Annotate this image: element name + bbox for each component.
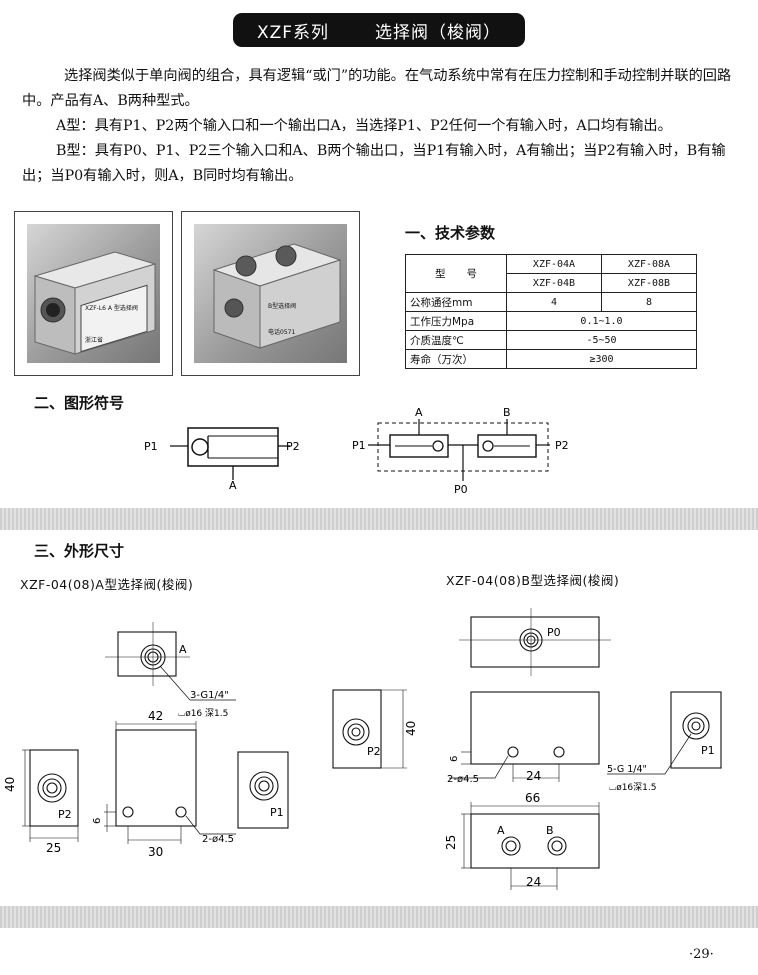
table-cell: 8 — [601, 292, 697, 312]
type-b-description: B型：具有P0、P1、P2三个输入口和A、B两个输出口，当P1有输入时，A有输出… — [22, 143, 726, 184]
page-title: 选择阀（梭阀） — [375, 22, 502, 43]
symbol-b-p0: P0 — [454, 483, 468, 495]
dim-a-40: 40 — [3, 777, 17, 792]
table-row: 介质温度℃ -5~50 — [405, 330, 697, 350]
dim-b-24: 24 — [526, 769, 541, 783]
dim-b-p0: P0 — [547, 626, 561, 639]
symbol-b-a: A — [415, 406, 423, 419]
drawing-type-a: A 3-G1/4" ⌴ø16 深1.5 42 30 25 40 6 2-ø4.5… — [3, 622, 289, 859]
dim-a-p2: P2 — [58, 808, 72, 821]
valve-a-image: XZF-L6 A 型选择阀 浙江省 — [33, 251, 157, 355]
type-a-description: A型：具有P1、P2两个输入口和一个输出口A，当选择P1、P2任何一个有输入时，… — [56, 118, 672, 134]
model-cell: XZF-04A — [506, 254, 602, 274]
table-cell: 0.1~1.0 — [506, 311, 697, 331]
series-label: XZF系列 — [256, 22, 330, 43]
dim-a-30: 30 — [148, 845, 163, 859]
row-label: 工作压力Mpa — [405, 311, 507, 331]
model-cell: XZF-04B — [506, 273, 602, 293]
drawing-b-title: XZF-04(08)B型选择阀(梭阀) — [446, 573, 620, 588]
table-cell: -5~50 — [506, 330, 697, 350]
model-cell: XZF-08A — [601, 254, 697, 274]
spec-table: 型 号 XZF-04A XZF-08A XZF-04B XZF-08B 公称通径… — [405, 254, 697, 369]
photo-a-label2: 浙江省 — [85, 336, 103, 344]
photo-b-label2: 电话0571 — [268, 328, 295, 336]
valve-b-image: B型选择阀 电话0571 — [212, 243, 342, 349]
table-cell: ≥300 — [506, 349, 697, 369]
table-row: XZF-04B XZF-08B — [406, 273, 697, 293]
table-cell: 4 — [506, 292, 602, 312]
photo-a-label: XZF-L6 A 型选择阀 — [85, 304, 138, 312]
dim-b-holes: 2-ø4.5 — [447, 774, 479, 785]
dim-a-25: 25 — [46, 841, 61, 855]
dim-b-counterbore: ⌴ø16深1.5 — [609, 782, 656, 793]
dim-b-25: 25 — [444, 835, 458, 850]
dim-b-p2: P2 — [367, 745, 381, 758]
dim-a-counterbore: ⌴ø16 深1.5 — [178, 708, 228, 719]
symbol-b-b: B — [503, 406, 511, 419]
symbol-b-p1: P1 — [352, 439, 366, 452]
symbol-type-b: A B P1 P2 P0 — [352, 406, 569, 495]
dim-a-port-a: A — [179, 643, 187, 656]
dim-a-p1: P1 — [270, 806, 284, 819]
dim-a-holes: 2-ø4.5 — [202, 834, 234, 845]
photo-b-label: B型选择阀 — [268, 302, 296, 310]
table-row: 公称通径mm 4 8 — [405, 292, 697, 312]
row-label: 公称通径mm — [405, 292, 507, 312]
drawing-a-title: XZF-04(08)A型选择阀(梭阀) — [20, 577, 194, 592]
dim-b-port-a: A — [497, 824, 505, 837]
intro-paragraph: 选择阀类似于单向阀的组合，具有逻辑“或门”的功能。在气动系统中常有在压力控制和手… — [22, 68, 732, 109]
dim-a-42: 42 — [148, 709, 163, 723]
dim-b-24b: 24 — [526, 875, 541, 889]
divider-band — [0, 508, 758, 530]
dim-a-6: 6 — [92, 818, 103, 824]
dims-section-title: 三、外形尺寸 — [34, 542, 125, 560]
table-row: 型 号 XZF-04A XZF-08A — [405, 254, 697, 293]
table-row: 工作压力Mpa 0.1~1.0 — [405, 311, 697, 331]
footer-band — [0, 906, 758, 928]
model-cell: XZF-08B — [601, 273, 697, 293]
page-header: XZF系列 选择阀（梭阀） — [233, 13, 525, 47]
dim-b-p1: P1 — [701, 744, 715, 757]
symbol-a-p1: P1 — [144, 440, 158, 453]
drawing-type-b: P0 P2 P1 40 6 2-ø4.5 24 5-G 1/4" ⌴ø16深1.… — [332, 608, 722, 890]
dim-b-6: 6 — [449, 756, 460, 762]
tech-section-title: 一、技术参数 — [405, 224, 496, 242]
table-row: 寿命（万次） ≥300 — [405, 349, 697, 369]
row-label: 寿命（万次） — [405, 349, 507, 369]
dim-b-port-b: B — [546, 824, 554, 837]
symbol-b-p2: P2 — [555, 439, 569, 452]
row-label: 介质温度℃ — [405, 330, 507, 350]
dim-b-40: 40 — [404, 721, 418, 736]
model-header: 型 号 — [405, 254, 507, 293]
dim-b-thread: 5-G 1/4" — [607, 764, 647, 775]
symbol-type-a: P1 P2 A — [144, 427, 300, 490]
symbols-section-title: 二、图形符号 — [34, 394, 125, 412]
symbol-a-p2: P2 — [286, 440, 300, 453]
photo-type-a: XZF-L6 A 型选择阀 浙江省 — [14, 211, 173, 376]
page-number: ·29· — [689, 947, 714, 962]
photo-type-b: B型选择阀 电话0571 — [181, 211, 360, 376]
dim-b-66: 66 — [525, 791, 540, 805]
symbol-a-out: A — [229, 479, 237, 490]
dim-a-thread: 3-G1/4" — [190, 690, 229, 701]
